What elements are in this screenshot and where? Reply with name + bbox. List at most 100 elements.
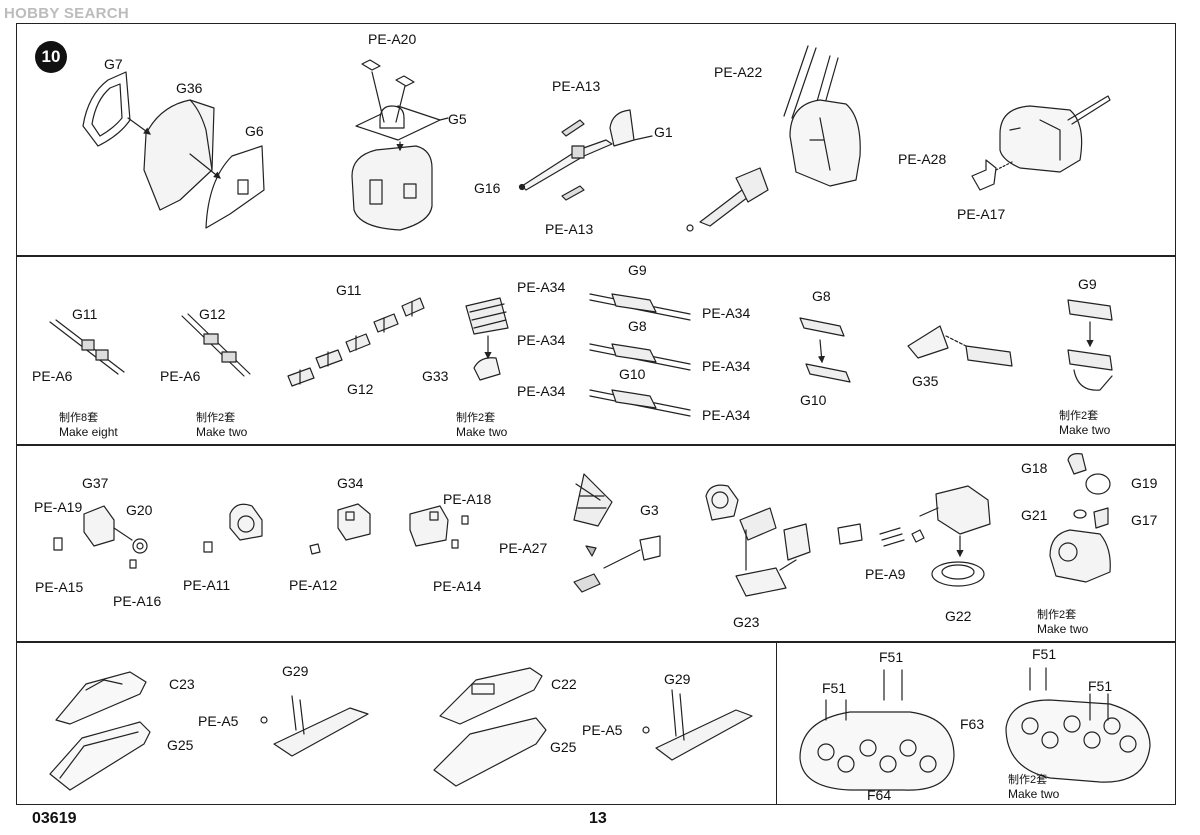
drawing-boat-g29-stand: [260, 695, 369, 757]
part-label-pe-a5: PE-A5: [198, 713, 239, 729]
panel-guns: [16, 445, 1176, 642]
part-label-f64: F64: [867, 787, 892, 803]
note-cn: 制作8套: [59, 412, 99, 424]
part-label-pe-a34-5: PE-A34: [517, 383, 566, 399]
drawing-g16-gun: [518, 109, 653, 201]
note-en: Make two: [196, 425, 248, 439]
part-label-g9: G9: [628, 262, 647, 278]
part-label-c23: C23: [169, 676, 195, 692]
part-label-pe-a34-2: PE-A34: [702, 305, 751, 321]
part-label-g5: G5: [448, 111, 467, 127]
note-en: Make two: [1008, 787, 1060, 801]
drawing-g22-gun: [837, 485, 991, 587]
part-label-pe-a28: PE-A28: [898, 151, 947, 167]
part-label-g29: G29: [282, 663, 309, 679]
part-label-g11-2: G11: [336, 282, 362, 298]
part-label-pe-a27: PE-A27: [499, 540, 548, 556]
part-label-pe-a20: PE-A20: [368, 31, 417, 47]
drawing-turret-pe-a28: [971, 95, 1111, 191]
hobby-search-watermark: HOBBY SEARCH: [4, 5, 130, 22]
drawing-boat-c22: [433, 667, 547, 787]
part-label-g36: G36: [176, 80, 203, 96]
quantity-note-make-eight: 制作8套 Make eight: [59, 411, 118, 439]
quantity-note-make-two-5: 制作2套 Make two: [1008, 773, 1059, 801]
note-cn: 制作2套: [1037, 609, 1077, 621]
part-label-g3: G3: [640, 502, 659, 518]
part-label-g10: G10: [619, 366, 646, 382]
part-label-pe-a6: PE-A6: [32, 368, 73, 384]
note-cn: 制作2套: [196, 412, 236, 424]
part-label-g6: G6: [245, 123, 264, 139]
panel-mounts: [16, 256, 1176, 445]
note-cn: 制作2套: [456, 412, 496, 424]
part-label-f51-2: F51: [822, 680, 847, 696]
part-label-g25: G25: [167, 737, 194, 753]
part-label-g33: G33: [422, 368, 449, 384]
drawing-g9-g8-g10-racks: [589, 293, 851, 417]
part-label-g34: G34: [337, 475, 364, 491]
part-label-g12: G12: [199, 306, 226, 322]
step-number-badge: 10: [35, 41, 67, 73]
part-label-g37: G37: [82, 475, 109, 491]
part-label-g35: G35: [912, 373, 939, 389]
part-label-g8: G8: [628, 318, 647, 334]
drawing-g35-rack: [907, 325, 1013, 367]
part-label-pe-a11: PE-A11: [183, 577, 231, 593]
part-label-g29-2: G29: [664, 671, 691, 687]
part-label-g16: G16: [474, 180, 501, 196]
drawing-boat-g29-stand-2: [642, 689, 753, 761]
drawing-boat-c23: [49, 671, 151, 791]
drawing-rack-f64: [799, 669, 955, 791]
note-en: Make two: [1037, 622, 1089, 636]
part-label-g9-2: G9: [1078, 276, 1097, 292]
part-label-f51-4: F51: [1088, 678, 1113, 694]
drawing-g11-pairs: [49, 313, 251, 377]
quantity-note-make-two-4: 制作2套 Make two: [1037, 608, 1088, 636]
quantity-note-make-two-2: 制作2套 Make two: [456, 411, 507, 439]
drawing-rack-f63: [1005, 667, 1151, 783]
part-label-pe-a34-6: PE-A34: [702, 407, 751, 423]
part-label-pe-a19: PE-A19: [34, 499, 83, 515]
quantity-note-make-two-3: 制作2套 Make two: [1059, 409, 1110, 437]
note-cn: 制作2套: [1008, 774, 1048, 786]
drawing-g33-rack: [465, 297, 509, 381]
drawing-turret-ladders: [686, 45, 861, 232]
part-label-g18: G18: [1021, 460, 1048, 476]
drawing-g11-g12-mounts: [287, 297, 425, 387]
part-label-pe-a6-2: PE-A6: [160, 368, 201, 384]
panel-racks: [776, 642, 1176, 805]
part-label-pe-a9: PE-A9: [865, 566, 906, 582]
part-label-g23: G23: [733, 614, 760, 630]
part-label-pe-a34-4: PE-A34: [702, 358, 751, 374]
panel-step-10: [16, 23, 1176, 256]
part-label-pe-a22: PE-A22: [714, 64, 763, 80]
part-label-c22: C22: [551, 676, 577, 692]
note-en: Make two: [456, 425, 508, 439]
part-label-pe-a13-top: PE-A13: [552, 78, 601, 94]
drawing-g9-stack: [1067, 299, 1113, 391]
part-label-pe-a34-1: PE-A34: [517, 279, 566, 295]
drawing-pe-a27-radar: [573, 473, 661, 593]
part-label-g8-2: G8: [812, 288, 831, 304]
drawing-shield-assembly: [82, 71, 265, 229]
part-label-pe-a15: PE-A15: [35, 579, 84, 595]
drawing-g18-director: [1049, 453, 1111, 583]
note-en: Make eight: [59, 425, 118, 439]
quantity-note-make-two-1: 制作2套 Make two: [196, 411, 247, 439]
part-label-g12-2: G12: [347, 381, 374, 397]
part-label-pe-a5-2: PE-A5: [582, 722, 623, 738]
part-label-g11: G11: [72, 306, 98, 322]
note-cn: 制作2套: [1059, 410, 1099, 422]
part-label-g17: G17: [1131, 512, 1158, 528]
part-label-g19: G19: [1131, 475, 1158, 491]
page-number: 13: [589, 810, 607, 827]
part-label-g25-2: G25: [550, 739, 577, 755]
part-label-g20: G20: [126, 502, 153, 518]
drawing-g23-assembly: [705, 484, 811, 597]
part-label-g7: G7: [104, 56, 123, 72]
part-label-g10-2: G10: [800, 392, 827, 408]
part-label-f63: F63: [960, 716, 985, 732]
part-label-pe-a16: PE-A16: [113, 593, 162, 609]
kit-number: 03619: [32, 810, 77, 827]
